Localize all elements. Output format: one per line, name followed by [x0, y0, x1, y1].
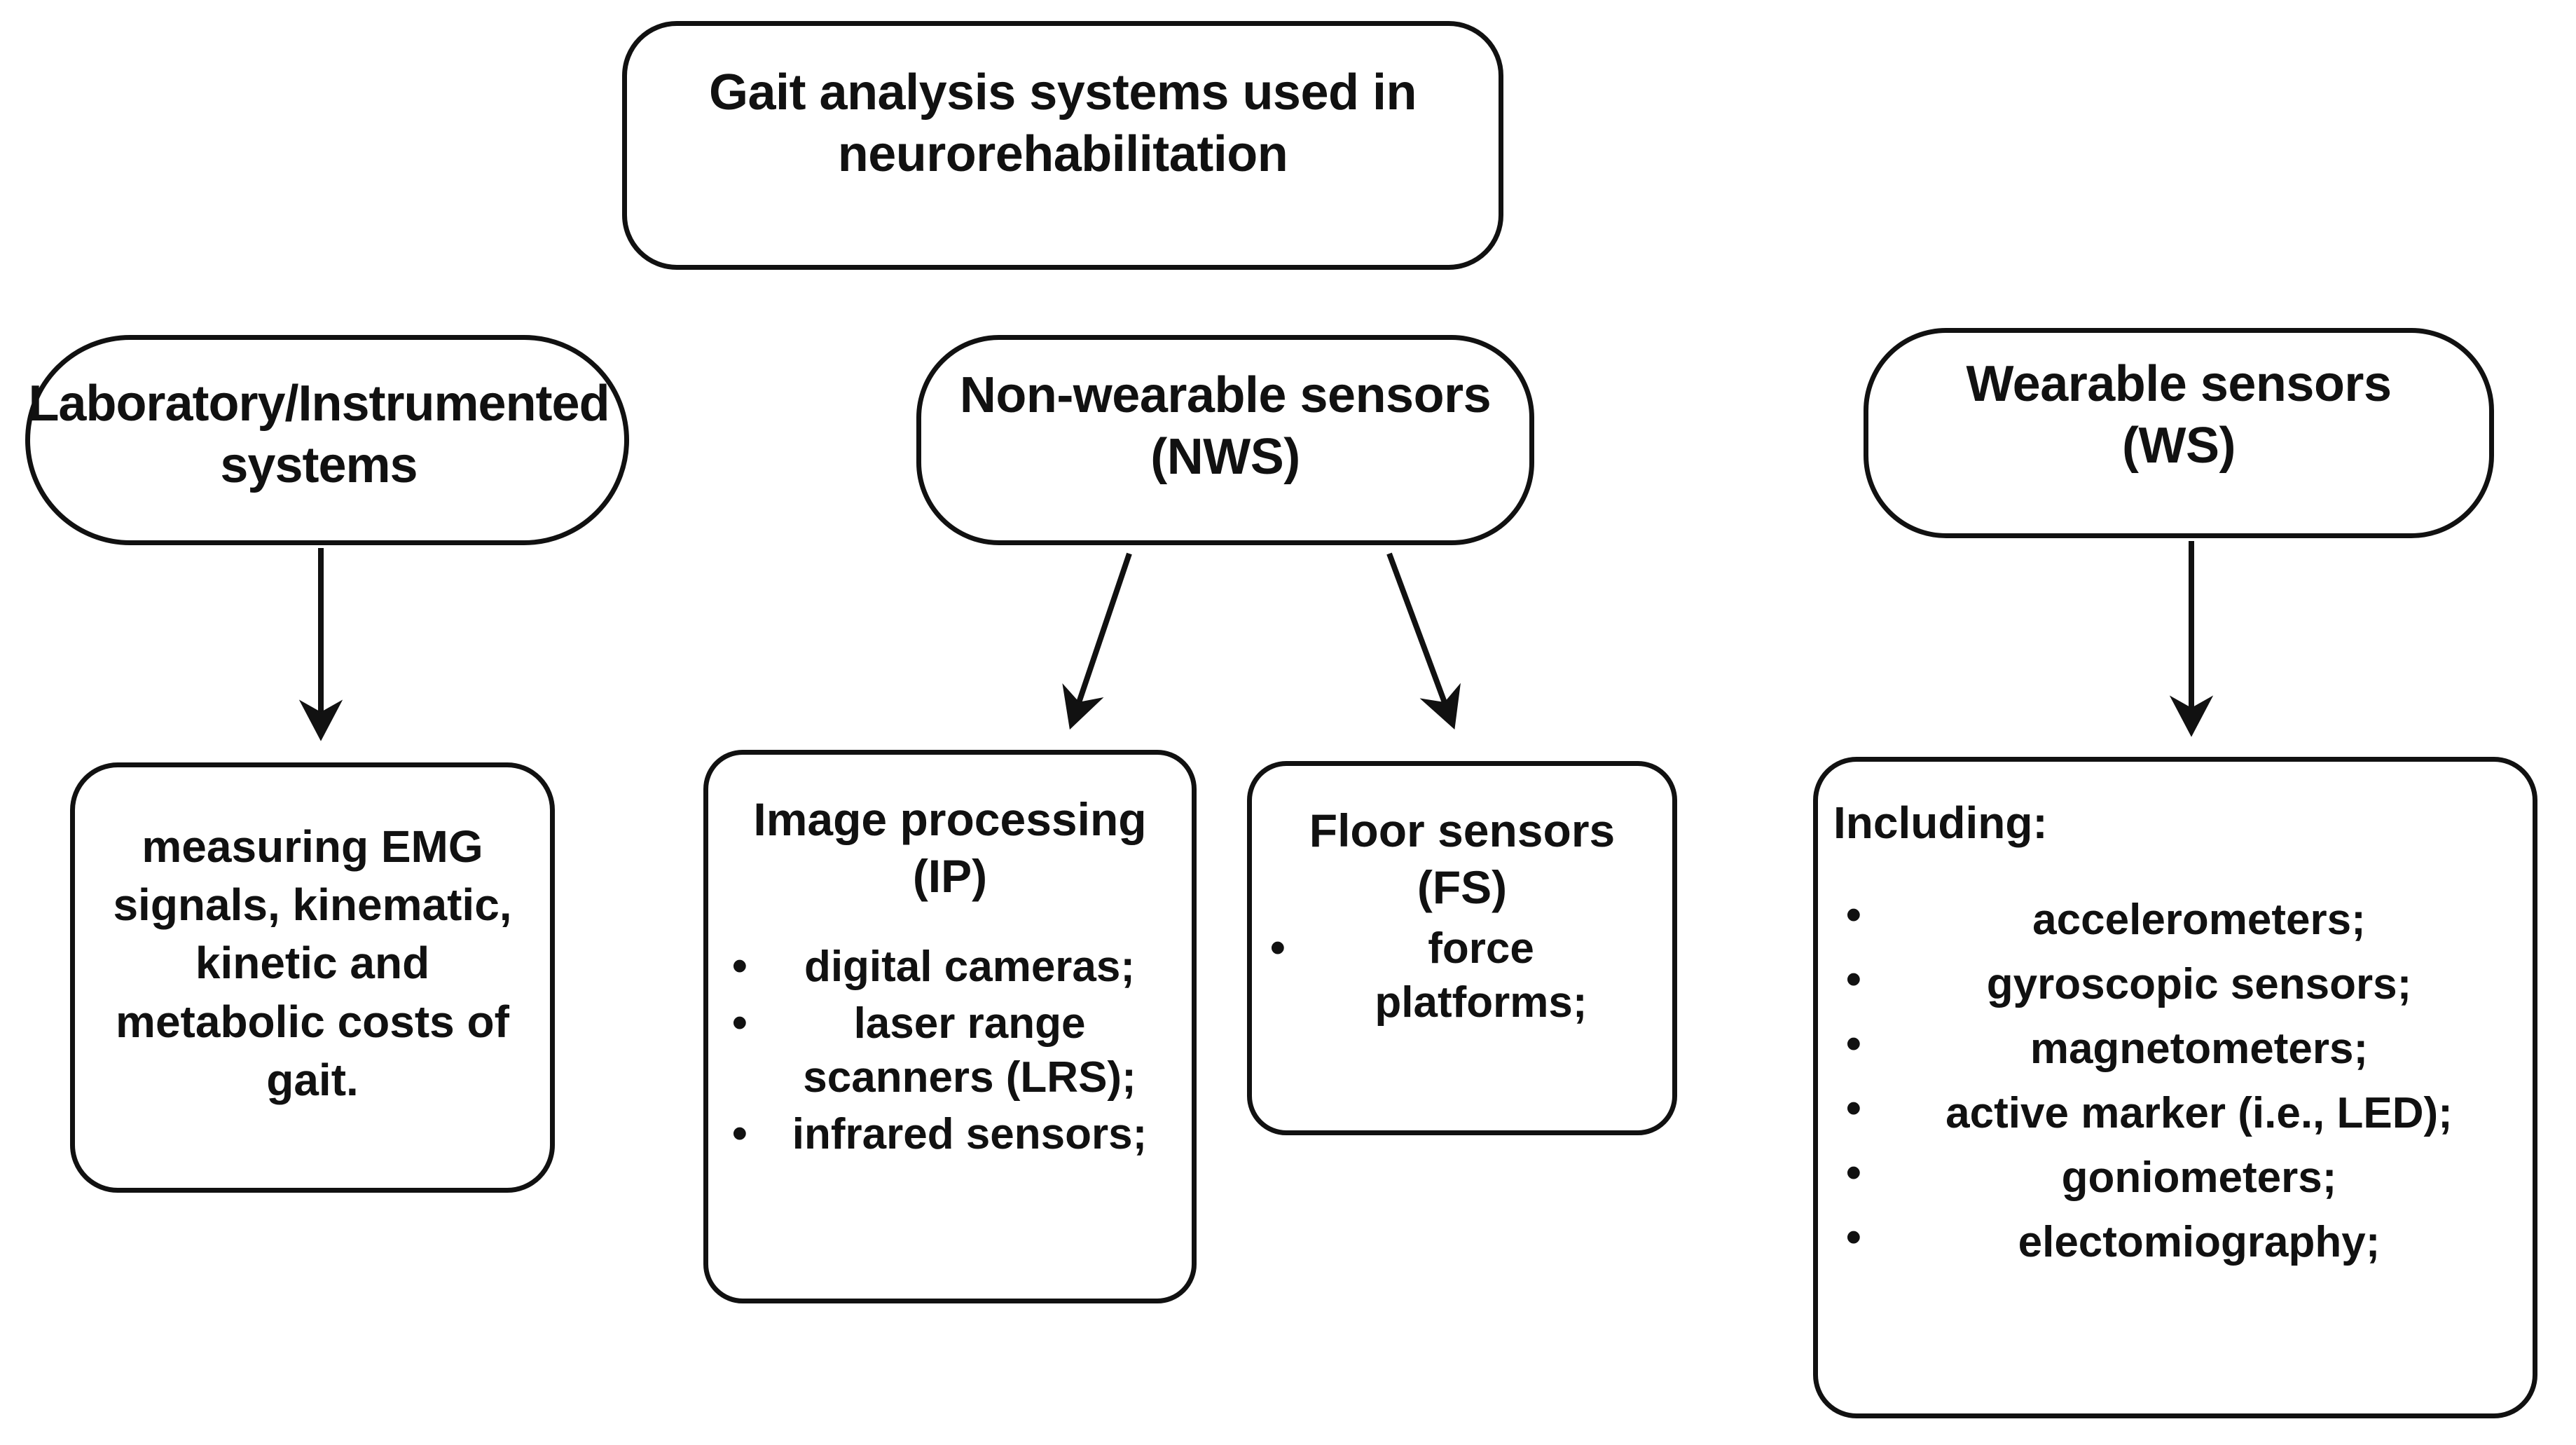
node-wearable-sensors[interactable]: Wearable sensors (WS) [1864, 328, 2494, 538]
node-wearable-label: Wearable sensors (WS) [1966, 356, 2392, 474]
list-item-label: magnetometers; [2030, 1025, 2369, 1074]
list-item-label: laser range scanners (LRS); [803, 999, 1136, 1102]
list-item: • magnetometers; [1846, 1018, 2520, 1080]
floor-sensors-bullet-list: • force platforms; [1252, 922, 1672, 1033]
list-item-label: active marker (i.e., LED); [1945, 1089, 2453, 1138]
node-non-wearable-sensors[interactable]: Non-wearable sensors (NWS) [916, 335, 1534, 545]
wearable-detail-bullet-list: • accelerometers; • gyroscopic sensors; • mag… [1818, 889, 2533, 1276]
image-processing-bullet-list: • digital cameras; • laser range scanners (… [708, 940, 1192, 1165]
node-root-label: Gait analysis systems used in neurorehab… [709, 64, 1417, 182]
node-non-wearable-label: Non-wearable sensors (NWS) [959, 367, 1492, 485]
list-item: • electomiography; [1846, 1212, 2520, 1273]
node-laboratory-detail[interactable]: measuring EMG signals, kinematic, kineti… [70, 762, 555, 1193]
list-item: • digital cameras; [732, 940, 1175, 994]
list-item: • laser range scanners (LRS); [732, 997, 1175, 1105]
bullet-dot-icon: • [1846, 891, 1861, 940]
list-item-label: accelerometers; [2032, 896, 2366, 945]
list-item: • force platforms; [1270, 922, 1660, 1030]
node-root-gait-analysis-systems[interactable]: Gait analysis systems used in neurorehab… [622, 21, 1503, 270]
node-floor-sensors-title: Floor sensors (FS) [1309, 804, 1616, 913]
arrow-nws-to-ip [1062, 552, 1132, 730]
list-item-label: goniometers; [2061, 1153, 2337, 1203]
arrow-nws-to-fs [1386, 552, 1461, 730]
node-image-processing-title: Image processing (IP) [753, 793, 1147, 902]
list-item: • accelerometers; [1846, 889, 2520, 951]
list-item-label: infrared sensors; [792, 1109, 1148, 1158]
node-wearable-detail[interactable]: Including: • accelerometers; • gyroscopic s… [1813, 757, 2537, 1418]
bullet-dot-icon: • [732, 1109, 748, 1158]
bullet-dot-icon: • [1270, 924, 1286, 973]
list-item: • active marker (i.e., LED); [1846, 1083, 2520, 1144]
list-item: • goniometers; [1846, 1147, 2520, 1209]
bullet-dot-icon: • [732, 942, 748, 991]
bullet-dot-icon: • [1846, 1149, 1861, 1198]
list-item-label: digital cameras; [804, 943, 1136, 992]
bullet-dot-icon: • [732, 998, 748, 1047]
list-item: • gyroscopic sensors; [1846, 954, 2520, 1015]
list-item-label: force platforms; [1375, 924, 1587, 1027]
bullet-dot-icon: • [1846, 955, 1861, 1004]
node-laboratory-instrumented-systems[interactable]: Laboratory/Instrumented systems [25, 335, 629, 545]
list-item-label: gyroscopic sensors; [1986, 960, 2412, 1009]
node-floor-sensors[interactable]: Floor sensors (FS) • force platforms; [1247, 761, 1677, 1135]
list-item-label: electomiography; [2018, 1218, 2381, 1267]
list-item: • infrared sensors; [732, 1108, 1175, 1162]
bullet-dot-icon: • [1846, 1020, 1861, 1069]
node-image-processing[interactable]: Image processing (IP) •digital cameras;•… [703, 750, 1197, 1303]
node-wearable-detail-heading: Including: [1833, 797, 2048, 848]
bullet-dot-icon: • [1846, 1213, 1861, 1262]
node-laboratory-detail-text: measuring EMG signals, kinematic, kineti… [113, 821, 512, 1105]
bullet-dot-icon: • [1846, 1084, 1861, 1133]
node-laboratory-label: Laboratory/Instrumented systems [28, 376, 609, 493]
